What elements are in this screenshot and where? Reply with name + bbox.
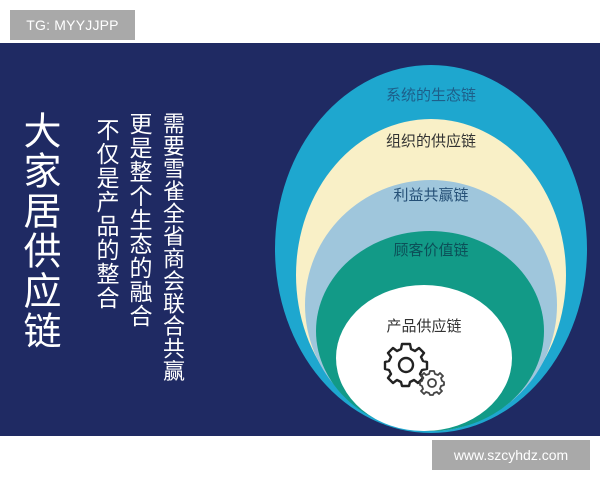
subtitle-line-1: 不仅是产品的整合 xyxy=(92,118,118,310)
subtitle-line-3: 需要雪雀全省商会联合共赢 xyxy=(159,112,184,382)
watermark-top: TG: MYYJJPP xyxy=(10,10,135,40)
ring-label-customer-value: 顾客价值链 xyxy=(393,241,469,259)
ring-label-mutual-benefit: 利益共赢链 xyxy=(393,186,469,204)
main-title: 大家居供应链 xyxy=(17,111,61,351)
ring-label-ecosystem: 系统的生态链 xyxy=(385,86,476,104)
ring-label-product: 产品供应链 xyxy=(386,317,462,335)
subtitle-line-2: 更是整个生态的融合 xyxy=(125,112,151,328)
ring-product-core xyxy=(336,285,512,431)
gears-icon xyxy=(378,339,448,399)
watermark-bottom: www.szcyhdz.com xyxy=(432,440,590,470)
ring-label-organization: 组织的供应链 xyxy=(385,132,476,150)
diagram-panel: 大家居供应链 不仅是产品的整合 更是整个生态的融合 需要雪雀全省商会联合共赢 系… xyxy=(0,43,600,436)
